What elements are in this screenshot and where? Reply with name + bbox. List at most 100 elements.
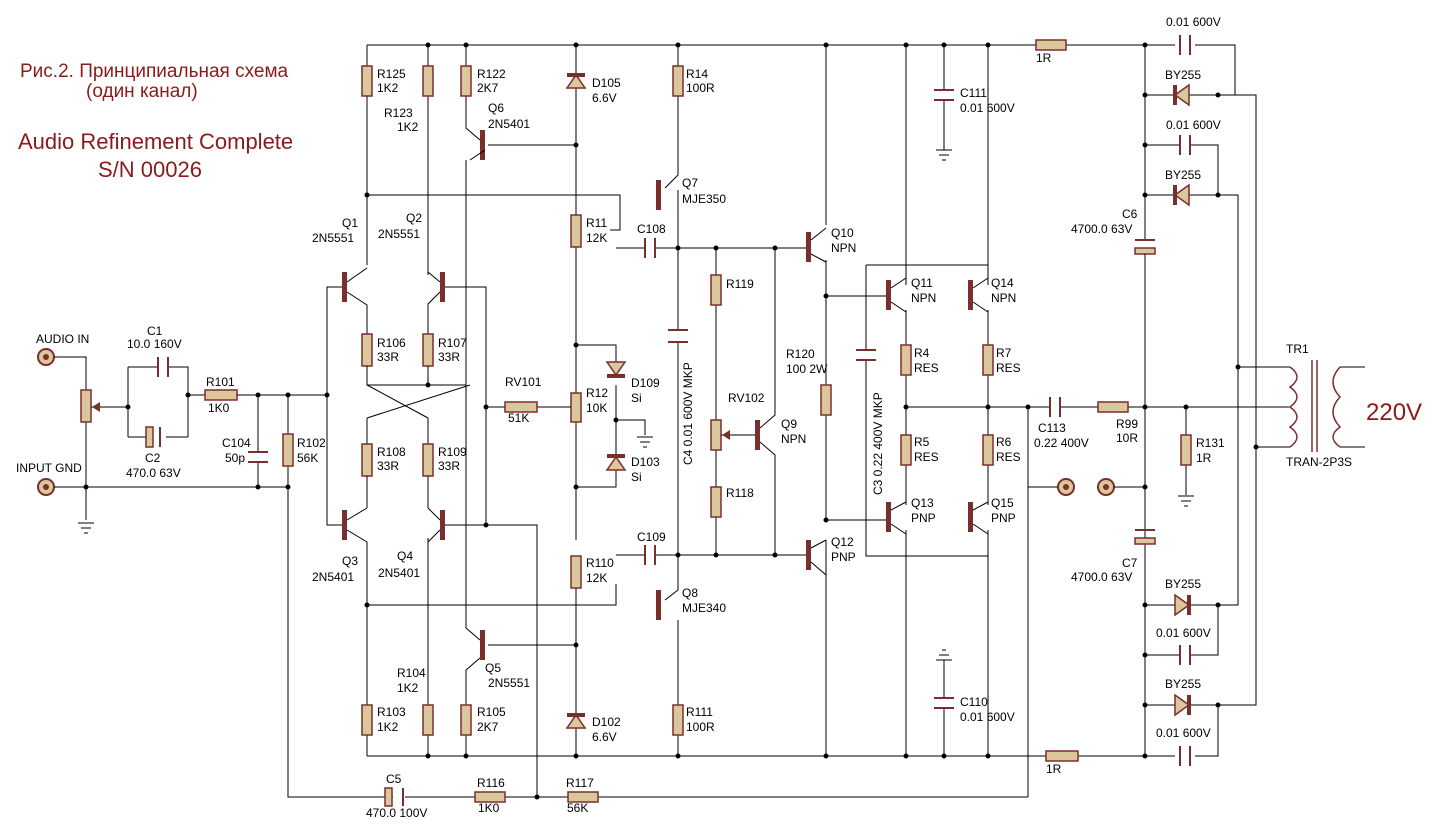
r120-ref-label: R120 — [786, 347, 815, 361]
q9-ref-label: Q9 — [781, 417, 797, 431]
q4-ref-label: Q4 — [397, 549, 413, 563]
r6-val-label: RES — [996, 450, 1021, 464]
r119-ref-label: R119 — [726, 277, 754, 291]
r14-ref-label: R14 — [686, 67, 708, 81]
power-supply: 1R 0.01 600V BY255 0.01 600V BY255 C6 47… — [1035, 15, 1422, 776]
r11-val-label: 12K — [586, 231, 607, 245]
r4-val-label: RES — [914, 361, 939, 375]
c-top2-val-label: 0.01 600V — [1166, 118, 1221, 132]
c104-ref-label: C104 — [222, 436, 251, 450]
r107-val-label: 33R — [438, 350, 460, 364]
c104-val-label: 50p — [225, 451, 245, 465]
q7-ref-label: Q7 — [682, 176, 698, 190]
c7-ref-label: C7 — [1122, 556, 1138, 570]
r106-val-label: 33R — [377, 350, 399, 364]
r122-val-label: 2K7 — [477, 81, 499, 95]
c2-ref-label: C2 — [145, 451, 161, 465]
c6-val-label: 4700.0 63V — [1071, 222, 1132, 236]
r101-ref-label: R101 — [206, 375, 235, 389]
r5-ref-label: R5 — [914, 435, 930, 449]
c1-ref-label: C1 — [147, 324, 163, 338]
r11-ref-label: R11 — [586, 216, 607, 230]
r102-ref-label: R102 — [297, 436, 326, 450]
r116-ref-label: R116 — [477, 776, 505, 790]
d109-val-label: Si — [631, 391, 642, 405]
r110-ref-label: R110 — [586, 556, 614, 570]
q13-ref-label: Q13 — [911, 496, 934, 510]
c109-ref-label: C109 — [637, 530, 666, 544]
r123-val-label: 1K2 — [397, 120, 419, 134]
rv102-ref-label: RV102 — [728, 391, 765, 405]
q1-val-label: 2N5551 — [312, 231, 354, 245]
mains-voltage-label: 220V — [1366, 399, 1422, 426]
d105-ref-label: D105 — [592, 76, 621, 90]
q10-ref-label: Q10 — [831, 226, 854, 240]
c113-ref-label: C113 — [1038, 421, 1066, 435]
r125-ref-label: R125 — [377, 67, 406, 81]
r111-ref-label: R111 — [686, 705, 713, 719]
d103-ref-label: D103 — [631, 455, 660, 469]
q11-val-label: NPN — [911, 291, 936, 305]
r109-ref-label: R109 — [438, 445, 467, 459]
r7-val-label: RES — [996, 361, 1021, 375]
r131-val-label: 1R — [1196, 451, 1212, 465]
c3-label: C3 0.22 400V MKP — [871, 392, 885, 495]
feedback-network: C5 470.0 100V R116 1K0 R117 56K — [366, 524, 1028, 820]
q14-val-label: NPN — [991, 291, 1016, 305]
r120-val-label: 100 2W — [786, 362, 828, 376]
q3-val-label: 2N5401 — [312, 570, 354, 584]
r99-ref-label: R99 — [1116, 417, 1138, 431]
d102-val-label: 6.6V — [592, 730, 617, 744]
q14-ref-label: Q14 — [991, 276, 1014, 290]
q5-val-label: 2N5551 — [488, 676, 530, 690]
c5-ref-label: C5 — [386, 772, 402, 786]
output-stage: Q10 NPN R120 100 2W Q12 PNP C3 0.22 400V… — [786, 86, 1290, 797]
q7-val-label: MJE350 — [682, 192, 726, 206]
r7-ref-label: R7 — [996, 346, 1012, 360]
by255-3-label: BY255 — [1165, 577, 1201, 591]
r1bot-val-label: 1R — [1046, 762, 1062, 776]
c7-val-label: 4700.0 63V — [1071, 570, 1132, 584]
r99-val-label: 10R — [1116, 431, 1138, 445]
q6-val-label: 2N5401 — [488, 117, 530, 131]
c5-val-label: 470.0 100V — [366, 806, 427, 820]
q6-ref-label: Q6 — [488, 101, 504, 115]
r123-ref-label: R123 — [384, 106, 413, 120]
r111-val-label: 100R — [686, 720, 715, 734]
r116-val-label: 1K0 — [478, 801, 500, 815]
tr1-ref-label: TR1 — [1286, 342, 1309, 356]
figure-caption: Рис.2. Принципиальная схема — [20, 61, 289, 82]
r131-ref-label: R131 — [1196, 436, 1225, 450]
by255-2-label: BY255 — [1165, 168, 1201, 182]
r6-ref-label: R6 — [996, 435, 1012, 449]
audio-in-label: AUDIO IN — [36, 332, 89, 346]
d105-val-label: 6.6V — [592, 91, 617, 105]
r12-val-label: 10K — [586, 401, 607, 415]
tr1-val-label: TRAN-2P3S — [1286, 455, 1352, 469]
q12-ref-label: Q12 — [831, 535, 854, 549]
c-bot1-val-label: 0.01 600V — [1156, 626, 1211, 640]
r101-val-label: 1K0 — [208, 401, 230, 415]
r125-val-label: 1K2 — [377, 81, 399, 95]
c6-ref-label: C6 — [1122, 207, 1138, 221]
d103-val-label: Si — [631, 470, 642, 484]
q5-ref-label: Q5 — [485, 661, 501, 675]
c110-ref-label: C110 — [960, 695, 988, 709]
q10-val-label: NPN — [831, 241, 856, 255]
device-name: Audio Refinement Complete — [18, 129, 293, 154]
rails — [366, 44, 1236, 757]
q15-ref-label: Q15 — [991, 496, 1014, 510]
q4-val-label: 2N5401 — [378, 566, 420, 580]
r103-ref-label: R103 — [377, 705, 406, 719]
rv101-ref-label: RV101 — [505, 375, 542, 389]
q9-val-label: NPN — [781, 432, 806, 446]
c-bot2-val-label: 0.01 600V — [1156, 726, 1211, 740]
q13-val-label: PNP — [911, 511, 936, 525]
r4-ref-label: R4 — [914, 346, 930, 360]
d109-ref-label: D109 — [631, 376, 660, 390]
c1-val-label: 10.0 160V — [127, 337, 182, 351]
r109-val-label: 33R — [438, 459, 460, 473]
q2-ref-label: Q2 — [406, 211, 422, 225]
c4-label: C4 0.01 600V MKP — [681, 362, 695, 465]
